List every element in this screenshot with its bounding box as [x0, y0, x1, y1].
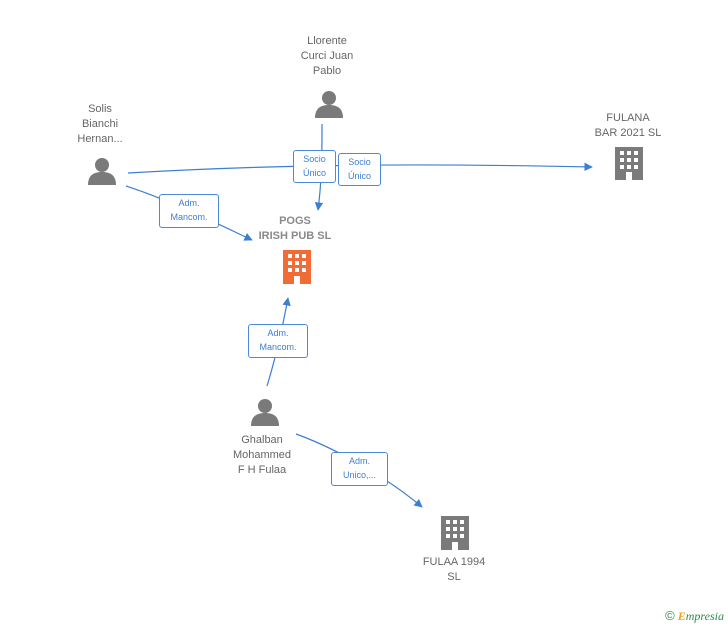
building-icon[interactable] [283, 250, 311, 284]
person-icon[interactable] [315, 91, 343, 118]
edge-label-adm-unico: Adm. Unico,... [331, 452, 388, 486]
building-icon[interactable] [615, 147, 643, 180]
node-label-ghalban[interactable]: Ghalban Mohammed F H Fulaa [232, 434, 292, 476]
node-label-fulana[interactable]: FULANA BAR 2021 SL [594, 112, 662, 139]
edge-label-adm-mancom: Adm. Mancom. [159, 194, 219, 228]
copyright-symbol: © [665, 608, 675, 623]
person-icon[interactable] [88, 158, 116, 185]
person-icon[interactable] [251, 399, 279, 426]
brand-initial: E [677, 609, 686, 623]
node-label-pogs[interactable]: POGS IRISH PUB SL [258, 215, 332, 242]
empresia-logo[interactable]: ©Empresia [665, 608, 724, 624]
brand-name: mpresia [685, 609, 724, 623]
building-icon[interactable] [441, 516, 469, 550]
node-label-fulaa[interactable]: FULAA 1994 SL [422, 556, 486, 583]
edge-label-socio-unico: Socio Único [338, 153, 381, 186]
node-label-solis[interactable]: Solis Bianchi Hernan... [77, 103, 123, 145]
edge-label-adm-mancom: Adm. Mancom. [248, 324, 308, 358]
edge-label-socio-unico: Socio Único [293, 150, 336, 183]
node-label-llorente[interactable]: Llorente Curci Juan Pablo [300, 35, 354, 77]
